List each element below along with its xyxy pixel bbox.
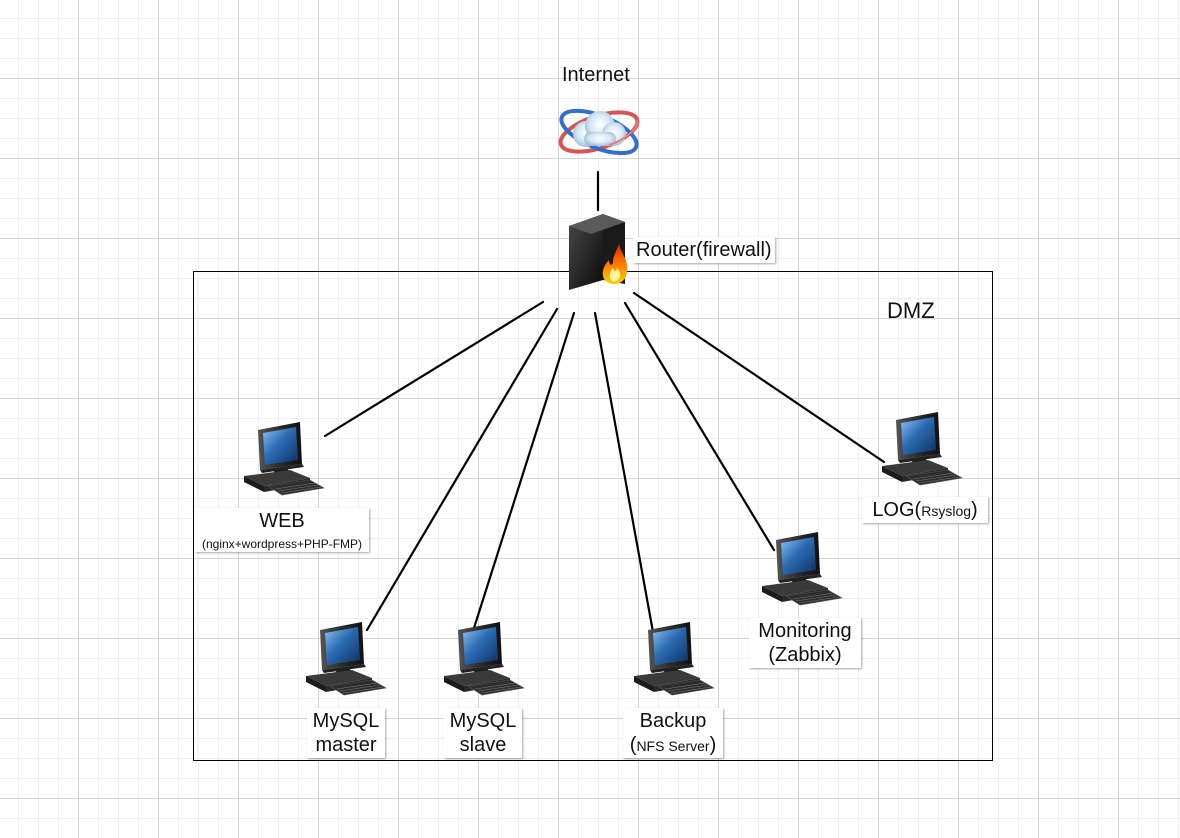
web-server-label: WEB (nginx+wordpress+PHP-FMP)	[195, 508, 369, 553]
link-router-monitoring[interactable]	[623, 301, 776, 552]
router-label: Router(firewall)	[633, 237, 775, 263]
log-server-title: LOG(Rsyslog)	[865, 498, 985, 522]
web-server-computer-icon[interactable]	[244, 420, 326, 500]
mysql-slave-computer-icon[interactable]	[444, 620, 526, 700]
backup-line1: Backup	[639, 710, 707, 732]
mysql-master-computer-icon[interactable]	[306, 620, 388, 700]
backup-paren-close: )	[709, 734, 717, 756]
link-router-mysql-master[interactable]	[365, 307, 559, 632]
monitoring-line2: (Zabbix)	[768, 644, 842, 666]
web-server-title: WEB	[259, 510, 305, 532]
internet-label: Internet	[562, 64, 630, 86]
mysql-master-line2: master	[315, 734, 377, 756]
backup-computer-icon[interactable]	[634, 620, 716, 700]
mysql-master-line1: MySQL	[312, 710, 380, 732]
mysql-slave-label: MySQL slave	[444, 708, 522, 758]
link-router-backup[interactable]	[593, 311, 655, 634]
mysql-slave-line2: slave	[459, 734, 507, 756]
backup-line2: (NFS Server)	[626, 733, 720, 757]
log-rsyslog: Rsyslog	[921, 503, 972, 519]
link-router-log[interactable]	[632, 291, 886, 464]
log-prefix: LOG(	[872, 499, 922, 521]
cloud-network-icon[interactable]	[556, 98, 642, 164]
web-server-stack: (nginx+wordpress+PHP-FMP)	[201, 537, 363, 551]
log-server-label: LOG(Rsyslog)	[862, 497, 988, 523]
mysql-master-label: MySQL master	[307, 708, 385, 758]
monitoring-label: Monitoring (Zabbix)	[749, 618, 861, 668]
link-router-web[interactable]	[323, 300, 545, 438]
monitoring-line1: Monitoring	[758, 620, 852, 642]
log-server-computer-icon[interactable]	[882, 410, 964, 490]
backup-label: Backup (NFS Server)	[623, 708, 723, 758]
log-suffix: )	[971, 499, 978, 521]
dmz-label: DMZ	[887, 298, 935, 323]
firewall-router-icon[interactable]	[563, 208, 633, 292]
backup-paren-open: (	[629, 734, 637, 756]
mysql-slave-line1: MySQL	[449, 710, 517, 732]
link-router-mysql-slave[interactable]	[472, 311, 576, 630]
backup-nfs-server: NFS Server	[636, 738, 710, 754]
monitoring-computer-icon[interactable]	[762, 530, 844, 610]
